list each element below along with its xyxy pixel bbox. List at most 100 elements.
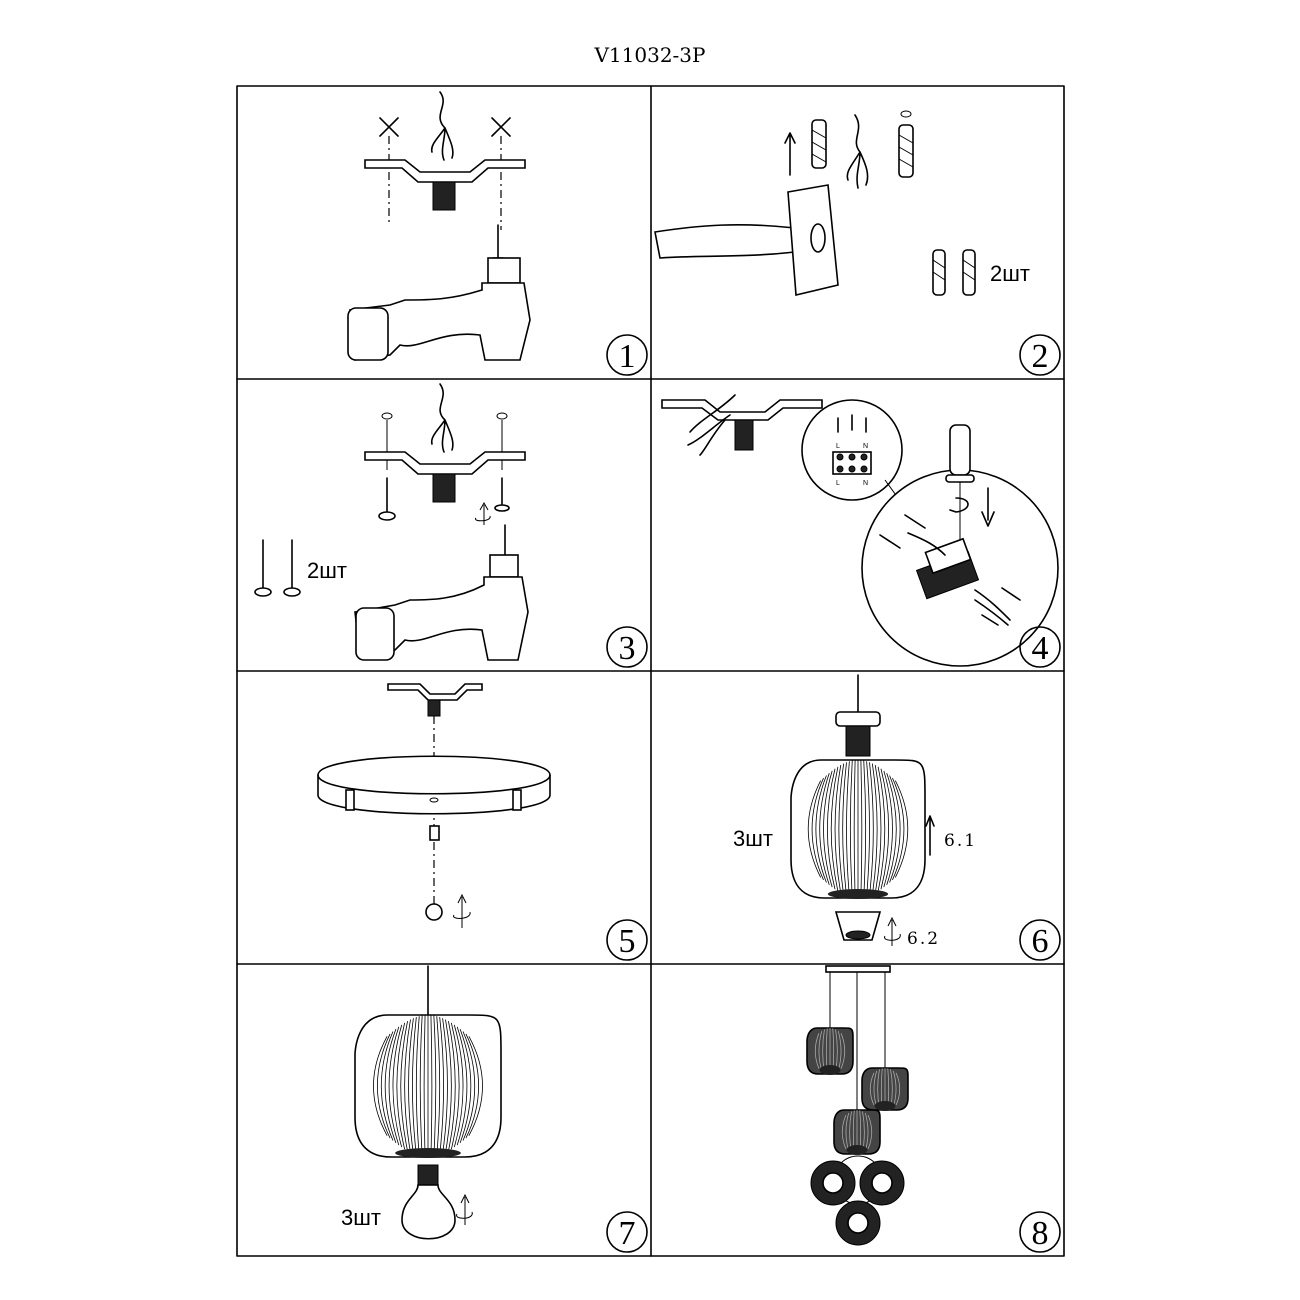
shade-rib <box>465 1033 479 1139</box>
shade-rib <box>840 1033 846 1069</box>
shade-rib <box>823 770 833 888</box>
shade-rib <box>811 777 824 881</box>
wall-plug-icon <box>898 124 914 178</box>
shade-rib <box>867 1114 873 1150</box>
rotate-icon <box>453 893 471 928</box>
svg-text:5: 5 <box>619 923 636 960</box>
screw-icon <box>494 477 510 512</box>
svg-text:6: 6 <box>1032 923 1049 960</box>
rotate-icon <box>475 501 491 525</box>
shade-rib <box>430 1015 433 1157</box>
mounting-bracket-icon <box>364 451 526 475</box>
shade-rib <box>462 1031 476 1141</box>
wires-icon <box>430 383 454 453</box>
step-number-5: 5 <box>606 919 648 961</box>
substep-label: 6.1 <box>944 831 977 851</box>
step-number-1: 1 <box>606 334 648 376</box>
glass-shade-icon <box>354 1014 502 1158</box>
rotate-icon <box>884 916 901 946</box>
arrow-down-icon <box>981 487 995 527</box>
shade-rib <box>838 763 845 895</box>
shade-rib <box>866 761 870 897</box>
hammer-icon <box>654 184 839 296</box>
shade-rib <box>863 760 867 898</box>
svg-text:8: 8 <box>1032 1215 1049 1252</box>
shade-rib <box>408 1018 414 1154</box>
shade-rib <box>883 770 893 888</box>
shade-rib <box>400 1021 408 1151</box>
panel-grid <box>236 85 1065 1257</box>
screw-hole-icon <box>900 110 912 118</box>
quantity-label: 2шт <box>307 558 347 583</box>
shade-rib <box>380 1031 394 1141</box>
svg-text:1: 1 <box>619 338 636 375</box>
terminal-label-l: L <box>836 480 840 487</box>
mounting-bracket-icon <box>387 683 483 701</box>
mounting-bracket-icon <box>364 159 526 183</box>
lamp-socket-icon <box>845 725 871 757</box>
shade-rib <box>871 763 878 895</box>
shade-rib <box>423 1015 426 1157</box>
shade-rib <box>889 775 901 883</box>
substep-label: 6.2 <box>907 929 940 949</box>
shade-bottom-view-icon <box>835 1200 881 1246</box>
shade-opening <box>395 1148 461 1158</box>
shade-rib <box>818 1031 823 1071</box>
shade-rib <box>837 1031 842 1071</box>
wall-plugs-quantity-icon <box>932 249 976 296</box>
shade-rib <box>373 1036 388 1136</box>
light-bulb-icon <box>401 1164 456 1240</box>
shade-rib <box>445 1019 452 1153</box>
svg-text:7: 7 <box>619 1215 636 1252</box>
wires-icon <box>430 91 454 161</box>
step-3-panel: 2шт <box>254 383 529 661</box>
rotate-icon <box>949 497 969 513</box>
shade-rib <box>842 762 847 896</box>
shade-rib <box>450 1022 460 1150</box>
shade-rib <box>807 780 822 878</box>
shade-opening <box>846 1145 868 1155</box>
shade-rib <box>853 760 856 898</box>
socket-ring-icon <box>834 911 882 941</box>
insert-arrow-icon <box>879 514 1021 626</box>
drill-icon <box>354 524 529 661</box>
shade-rib <box>396 1022 406 1150</box>
shade-bottom-view-icon <box>859 1160 905 1206</box>
cap-nut-icon <box>425 903 443 921</box>
shade-rib <box>860 760 863 898</box>
shade-rib <box>895 1072 901 1106</box>
shade-rib <box>436 1016 441 1156</box>
terminal-label-l: L <box>836 443 840 450</box>
wires-icon <box>846 114 869 189</box>
shade-rib <box>388 1026 400 1146</box>
shade-rib <box>392 1024 403 1148</box>
shade-rib <box>377 1033 391 1139</box>
svg-text:3: 3 <box>619 630 636 667</box>
shade-rib <box>415 1016 420 1156</box>
shade-rib <box>880 768 890 890</box>
drill-icon <box>347 224 531 361</box>
shade-opening <box>827 889 889 899</box>
terminal-detail-magnifier: L N L N <box>801 399 903 501</box>
shade-rib <box>448 1021 456 1151</box>
screw-icon <box>378 477 396 521</box>
shade-rib <box>869 762 874 896</box>
shade-rib <box>412 1017 417 1155</box>
assembled-chandelier-icon <box>806 965 909 1246</box>
shade-rib <box>869 1072 875 1106</box>
threaded-rod-icon <box>432 181 456 211</box>
model-title: V11032-3P <box>593 43 705 67</box>
glass-shade-icon <box>790 759 926 899</box>
shade-rib <box>459 1029 472 1143</box>
wires-icon <box>687 394 736 456</box>
shade-rib <box>877 766 886 892</box>
shade-rib <box>892 777 905 881</box>
step-5-panel <box>317 683 551 928</box>
terminal-label-n: N <box>863 480 868 487</box>
shade-rib <box>442 1018 448 1154</box>
step-8-panel <box>806 965 909 1246</box>
shade-rib <box>849 760 853 898</box>
shade-rib <box>834 764 842 894</box>
canopy-plate-icon <box>317 755 551 815</box>
shade-rib <box>419 1015 423 1157</box>
